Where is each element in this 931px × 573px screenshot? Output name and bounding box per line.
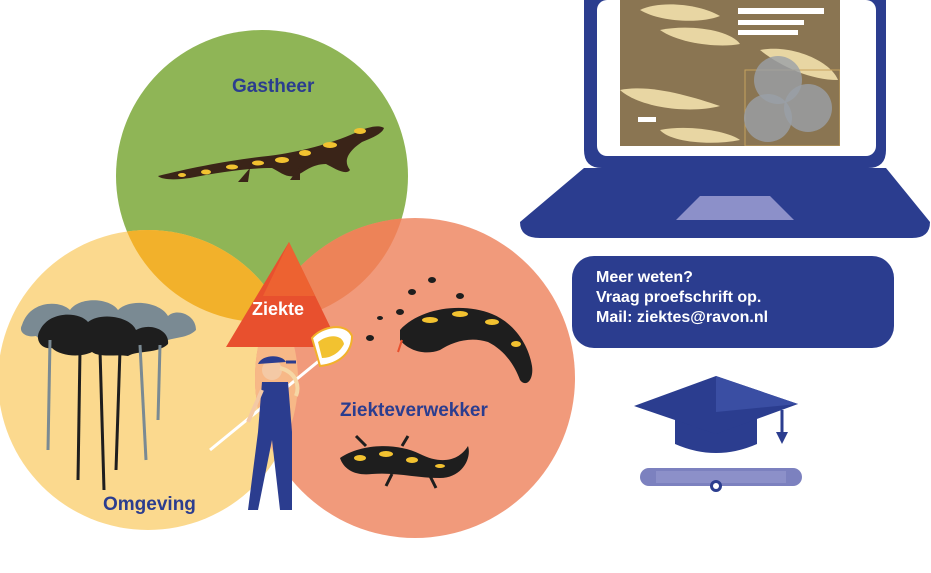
contact-info-box: Meer weten? Vraag proefschrift op. Mail:…: [572, 256, 894, 348]
laptop-icon: [520, 0, 930, 238]
overlap-host-pathogen: [255, 218, 408, 322]
diploma-scroll-icon: [640, 468, 802, 492]
disease-label: Ziekte: [252, 299, 305, 319]
trees-icon: [20, 300, 197, 491]
graduation-cap-icon: [634, 376, 798, 453]
environment-label: Omgeving: [103, 494, 196, 515]
pathogen-label: Ziekteverwekker: [340, 400, 488, 421]
info-line-email[interactable]: Mail: ziektes@ravon.nl: [596, 309, 769, 326]
infected-salamander-icon: [397, 307, 533, 384]
researcher-with-net-icon: [209, 326, 354, 510]
salamander-lower-icon: [340, 434, 469, 489]
info-line-more: Meer weten?: [596, 269, 693, 286]
laptop-trackpad: [676, 196, 794, 220]
laptop-screen-content: [620, 0, 840, 146]
fire-salamander-icon: [158, 126, 384, 182]
host-label: Gastheer: [232, 76, 315, 97]
info-line-request-thesis: Vraag proefschrift op.: [596, 289, 762, 306]
overlap-host-environment: [116, 230, 298, 322]
